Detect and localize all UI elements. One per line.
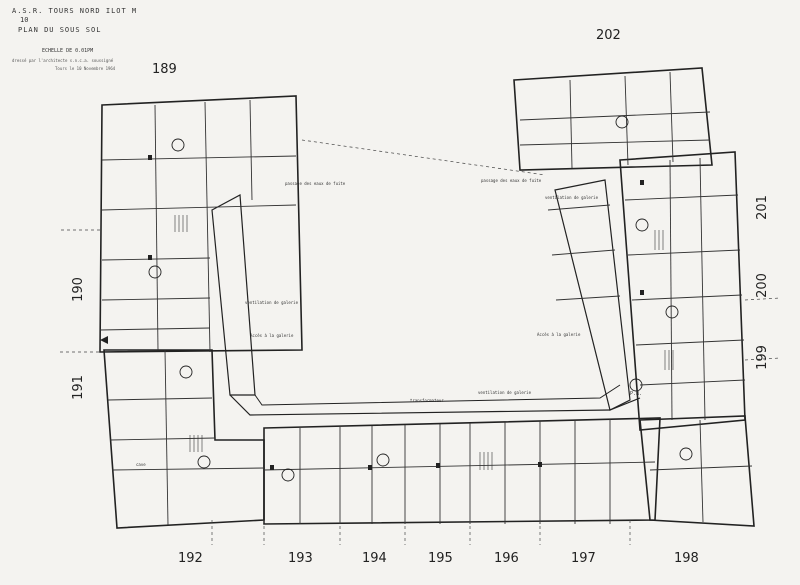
galerie-bottom-inner xyxy=(254,384,621,406)
galerie-bottom xyxy=(229,394,641,416)
scale-label: ECHELLE DE 0.01PM xyxy=(42,48,94,54)
plot-192: 192 xyxy=(178,551,203,566)
plot-196: 196 xyxy=(494,551,519,566)
project-line: A.S.R. TOURS NORD ILOT M xyxy=(12,7,138,15)
passage-left-label: passage des eaux de fuite xyxy=(285,181,346,186)
galerie-left xyxy=(211,194,256,396)
sheet-number: 10 xyxy=(20,16,29,24)
plot-202: 202 xyxy=(596,28,621,43)
credit-line: dressé par l'architecte s.n.c.a. soussig… xyxy=(12,58,114,63)
descente-right-label: Accès à la galerie xyxy=(537,332,581,337)
plot-197: 197 xyxy=(571,551,596,566)
outer-wall-right xyxy=(619,151,746,431)
descente-left-label: Accès à la galerie xyxy=(250,333,294,338)
outer-wall xyxy=(99,95,303,353)
galerie-left-label: ventilation de galerie xyxy=(245,300,298,305)
date-line: Tours le 10 Novembre 1964 xyxy=(55,66,116,71)
transfo-label: transformateur xyxy=(410,398,444,403)
plot-199: 199 xyxy=(754,345,770,370)
plot-195: 195 xyxy=(428,551,453,566)
outer-wall-bottom xyxy=(263,417,661,525)
arrow-left-icon xyxy=(100,336,108,344)
galerie-bottom-label: ventilation de galerie xyxy=(478,390,531,395)
plot-193: 193 xyxy=(288,551,313,566)
plot-194: 194 xyxy=(362,551,387,566)
passage-right-label: passage des eaux de fuite xyxy=(481,178,542,183)
galerie-right-label: ventilation de galerie xyxy=(545,195,598,200)
plan-title: PLAN DU SOUS SOL xyxy=(18,26,102,34)
pn-label: P.N. xyxy=(630,391,643,397)
galerie-right xyxy=(554,179,631,411)
plot-201: 201 xyxy=(754,195,770,220)
outer-wall-bottom-right xyxy=(639,415,755,527)
cave-label: cave xyxy=(136,462,146,467)
plot-191: 191 xyxy=(70,375,86,400)
plot-190: 190 xyxy=(70,277,86,302)
outer-wall-right-top xyxy=(513,67,713,171)
plot-198: 198 xyxy=(674,551,699,566)
plot-189: 189 xyxy=(152,62,177,77)
plot-200: 200 xyxy=(754,273,770,298)
